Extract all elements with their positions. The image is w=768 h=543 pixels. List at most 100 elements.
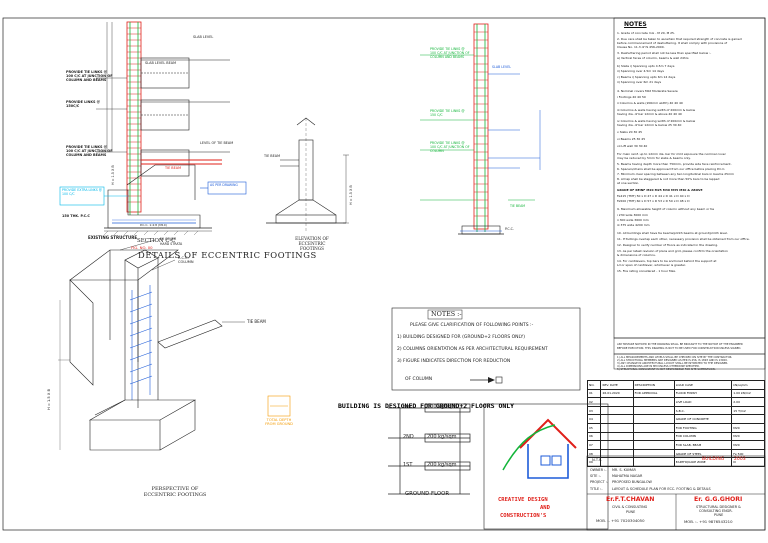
middle-label-6: P.C.C. <box>505 227 514 231</box>
note-line: 10. All buildings shall have tie beams/p… <box>617 231 728 235</box>
cell <box>600 448 634 459</box>
note-line: c) Beams i) Spanning upto 6m 14 days <box>617 75 676 79</box>
cell: 01 <box>586 388 602 399</box>
cell <box>600 405 634 416</box>
revision-header: NO. REV. DATE DESCRIPTION LOAD CASE kN/s… <box>586 380 765 390</box>
label-150-pcc: 150 THK. P.C.C <box>62 214 90 218</box>
note-line: b) Slabs i) Spanning upto 4.5m 7 days <box>617 64 675 68</box>
clarify-line-4: OF COLUMN <box>405 377 433 382</box>
revision-table: NO. REV. DATE DESCRIPTION LOAD CASE kN/s… <box>586 380 765 467</box>
cell <box>632 414 675 424</box>
middle-label-5: TIE BEAM <box>510 204 526 208</box>
clarify-line-3: 3) FIGURE INDICATES DIRECTION FOR REDUCT… <box>397 359 511 364</box>
legal-line: 1) ALL MEASUREMENTS AND LEVELS SHALL BE … <box>617 356 733 359</box>
cell <box>632 405 675 416</box>
elevation-tie-beam: TIE BEAM <box>264 154 281 158</box>
label-tie-beam: TIE BEAM <box>165 166 182 170</box>
drawing-label: TITLE :- <box>590 487 603 491</box>
legal-line: 3) ANY CHANGE IN ARCHITECTURAL LAYOUT SH… <box>617 362 729 365</box>
cell <box>632 422 675 433</box>
cell: 04 <box>586 414 602 424</box>
label-level-tie-beam: LEVEL OF TIE BEAM <box>200 141 234 145</box>
note-line: having dia. of bar 12mm & below 25 30 40 <box>617 123 682 127</box>
cell: 08 <box>586 448 602 459</box>
cell: FLOOR FINISH <box>673 388 733 399</box>
cell: 26.01.2020 <box>600 388 634 399</box>
middle-label-3: PROVIDE TIE LINKS @ 100 C/C AT JUNCTION … <box>430 141 470 153</box>
perspective-detail <box>58 239 245 451</box>
note-line: 6. Spacers/chairs shall be approved from… <box>617 167 726 171</box>
cell: M20 <box>731 431 765 442</box>
label-pcc-mix: P.C.C. 1:4:8 (M10) <box>140 223 167 227</box>
note-line: iii 375 wide 4200 mm <box>617 223 650 227</box>
note-line: i 230 wide 3000 mm <box>617 213 648 217</box>
legal-line: 2) ALL STRUCTURAL MEMBERS ARE DESIGNED A… <box>617 359 728 362</box>
note-line: ii Columns & walls (200mm width) 40 40 4… <box>617 101 683 105</box>
cell <box>731 414 765 424</box>
rev-col-load: LOAD CASE <box>673 380 733 390</box>
cell <box>632 431 675 442</box>
load-diagram <box>388 403 471 495</box>
note-line: ii) Spanning over 4.5m 14 days <box>617 69 664 73</box>
cell: 09 <box>586 457 602 467</box>
middle-label-2: PROVIDE TIE LINKS @ 150 C/C <box>430 109 465 117</box>
note-line: & dimensions of columns. <box>617 253 656 257</box>
label-extra-links: PROVIDE EXTRA LINKS @ 100 C/C <box>62 188 102 196</box>
cell: 2.00 <box>731 397 765 407</box>
legal-line: ANY MISTAKE NOTICED IN THE DRAWING SHALL… <box>617 343 743 346</box>
scale-label: N.T.S. <box>592 458 603 462</box>
note-line: For main reinf. up to 12mm dia. bar for … <box>617 152 726 156</box>
note-line: 11. If footings overlap each other, nece… <box>617 237 750 241</box>
architect-name: Er.F.T.CHAVAN <box>606 496 655 503</box>
note-line: iii Columns & walls having width of 200m… <box>617 108 696 112</box>
note-line: Fe415 (TMT) 50 x D 47 x D 44 x D 41 x D … <box>617 194 690 198</box>
note-line: Ld or span of cantilever, whichever is g… <box>617 263 686 267</box>
rev-col-date: REV. DATE <box>600 380 634 390</box>
cell: GRADE OF CONCRETE <box>673 414 733 424</box>
cell <box>600 397 634 407</box>
project-value: PROPOSED BUNGALOW <box>612 480 652 484</box>
middle-column-detail <box>420 23 541 235</box>
note-line: having dia. of bar 12mm & above 40 40 40 <box>617 112 682 116</box>
cell <box>600 422 634 433</box>
cell <box>632 440 675 450</box>
note-line: i Footings 40 40 50 <box>617 95 646 99</box>
note-line: Fe500 (TMT) 60 x D 57 x D 53 x D 50 x D … <box>617 199 690 203</box>
architect-role: CIVIL & CONSULTING <box>612 505 648 509</box>
note-line: Clause No. 11.3 of IS 456-2000. <box>617 45 665 49</box>
orange-marker <box>267 395 291 417</box>
legal-line: 5) STRUCTURAL CONSULTANT IS NOT RESPONSI… <box>617 368 716 371</box>
owner-label: OWNER :- <box>590 468 607 472</box>
perspective-orange-note: TOTAL DEPTH FROM GROUND <box>265 418 293 427</box>
note-line: iv Columns & walls having width of 200mm… <box>617 119 696 123</box>
note-line: GRADE OF REINF M20 M25 M30 M35 M40 & ABO… <box>617 188 703 192</box>
engineer-name: Er. G.G.GHORI <box>694 496 743 503</box>
section-cc-detail <box>59 21 247 236</box>
note-line: 5. Beams having depth more than 750mm, p… <box>617 162 732 166</box>
note-line: v Slabs 20 30 45 <box>617 130 643 134</box>
notes-heading: NOTES <box>624 21 647 28</box>
note-line: 14. For cantilevers, top bars to be anch… <box>617 259 717 263</box>
section-label: SECTION C-C <box>137 238 176 244</box>
architect-city: PUNE <box>626 510 636 514</box>
cell: III <box>731 457 765 467</box>
perspective-rcc-column: R.C.C. COLUMN <box>178 256 194 265</box>
label-tie-links-top: PROVIDE TIE LINKS @ 100 C/C AT JUNCTION … <box>66 70 113 83</box>
cell: 1.00 kN/m2 <box>731 388 765 399</box>
elevation-dim: H = 1.5 X B <box>349 185 353 205</box>
cell <box>600 414 634 424</box>
clarify-line-2: 2) COLUMNS ORIENTATION AS PER ARCHITECTU… <box>397 347 548 352</box>
logo-line1: CREATIVE DESIGN <box>498 497 548 503</box>
logo-line3: CONSTRUCTION'S <box>500 513 547 519</box>
label-hard-strata: HARD STRATA <box>160 242 183 246</box>
engineer-role: STRUCTURAL DESIGNER & <box>696 505 741 509</box>
engineer-role2: CONSULTING ENGR. <box>699 509 733 513</box>
building-label: BUILDING <box>702 457 725 462</box>
note-line: 7. Minimum clear spacing between any two… <box>617 172 734 176</box>
cell: FOR SLAB, BEAM <box>673 440 733 450</box>
cell: S.B.C. <box>673 405 733 416</box>
load-label-terr: terr. <box>403 404 414 410</box>
